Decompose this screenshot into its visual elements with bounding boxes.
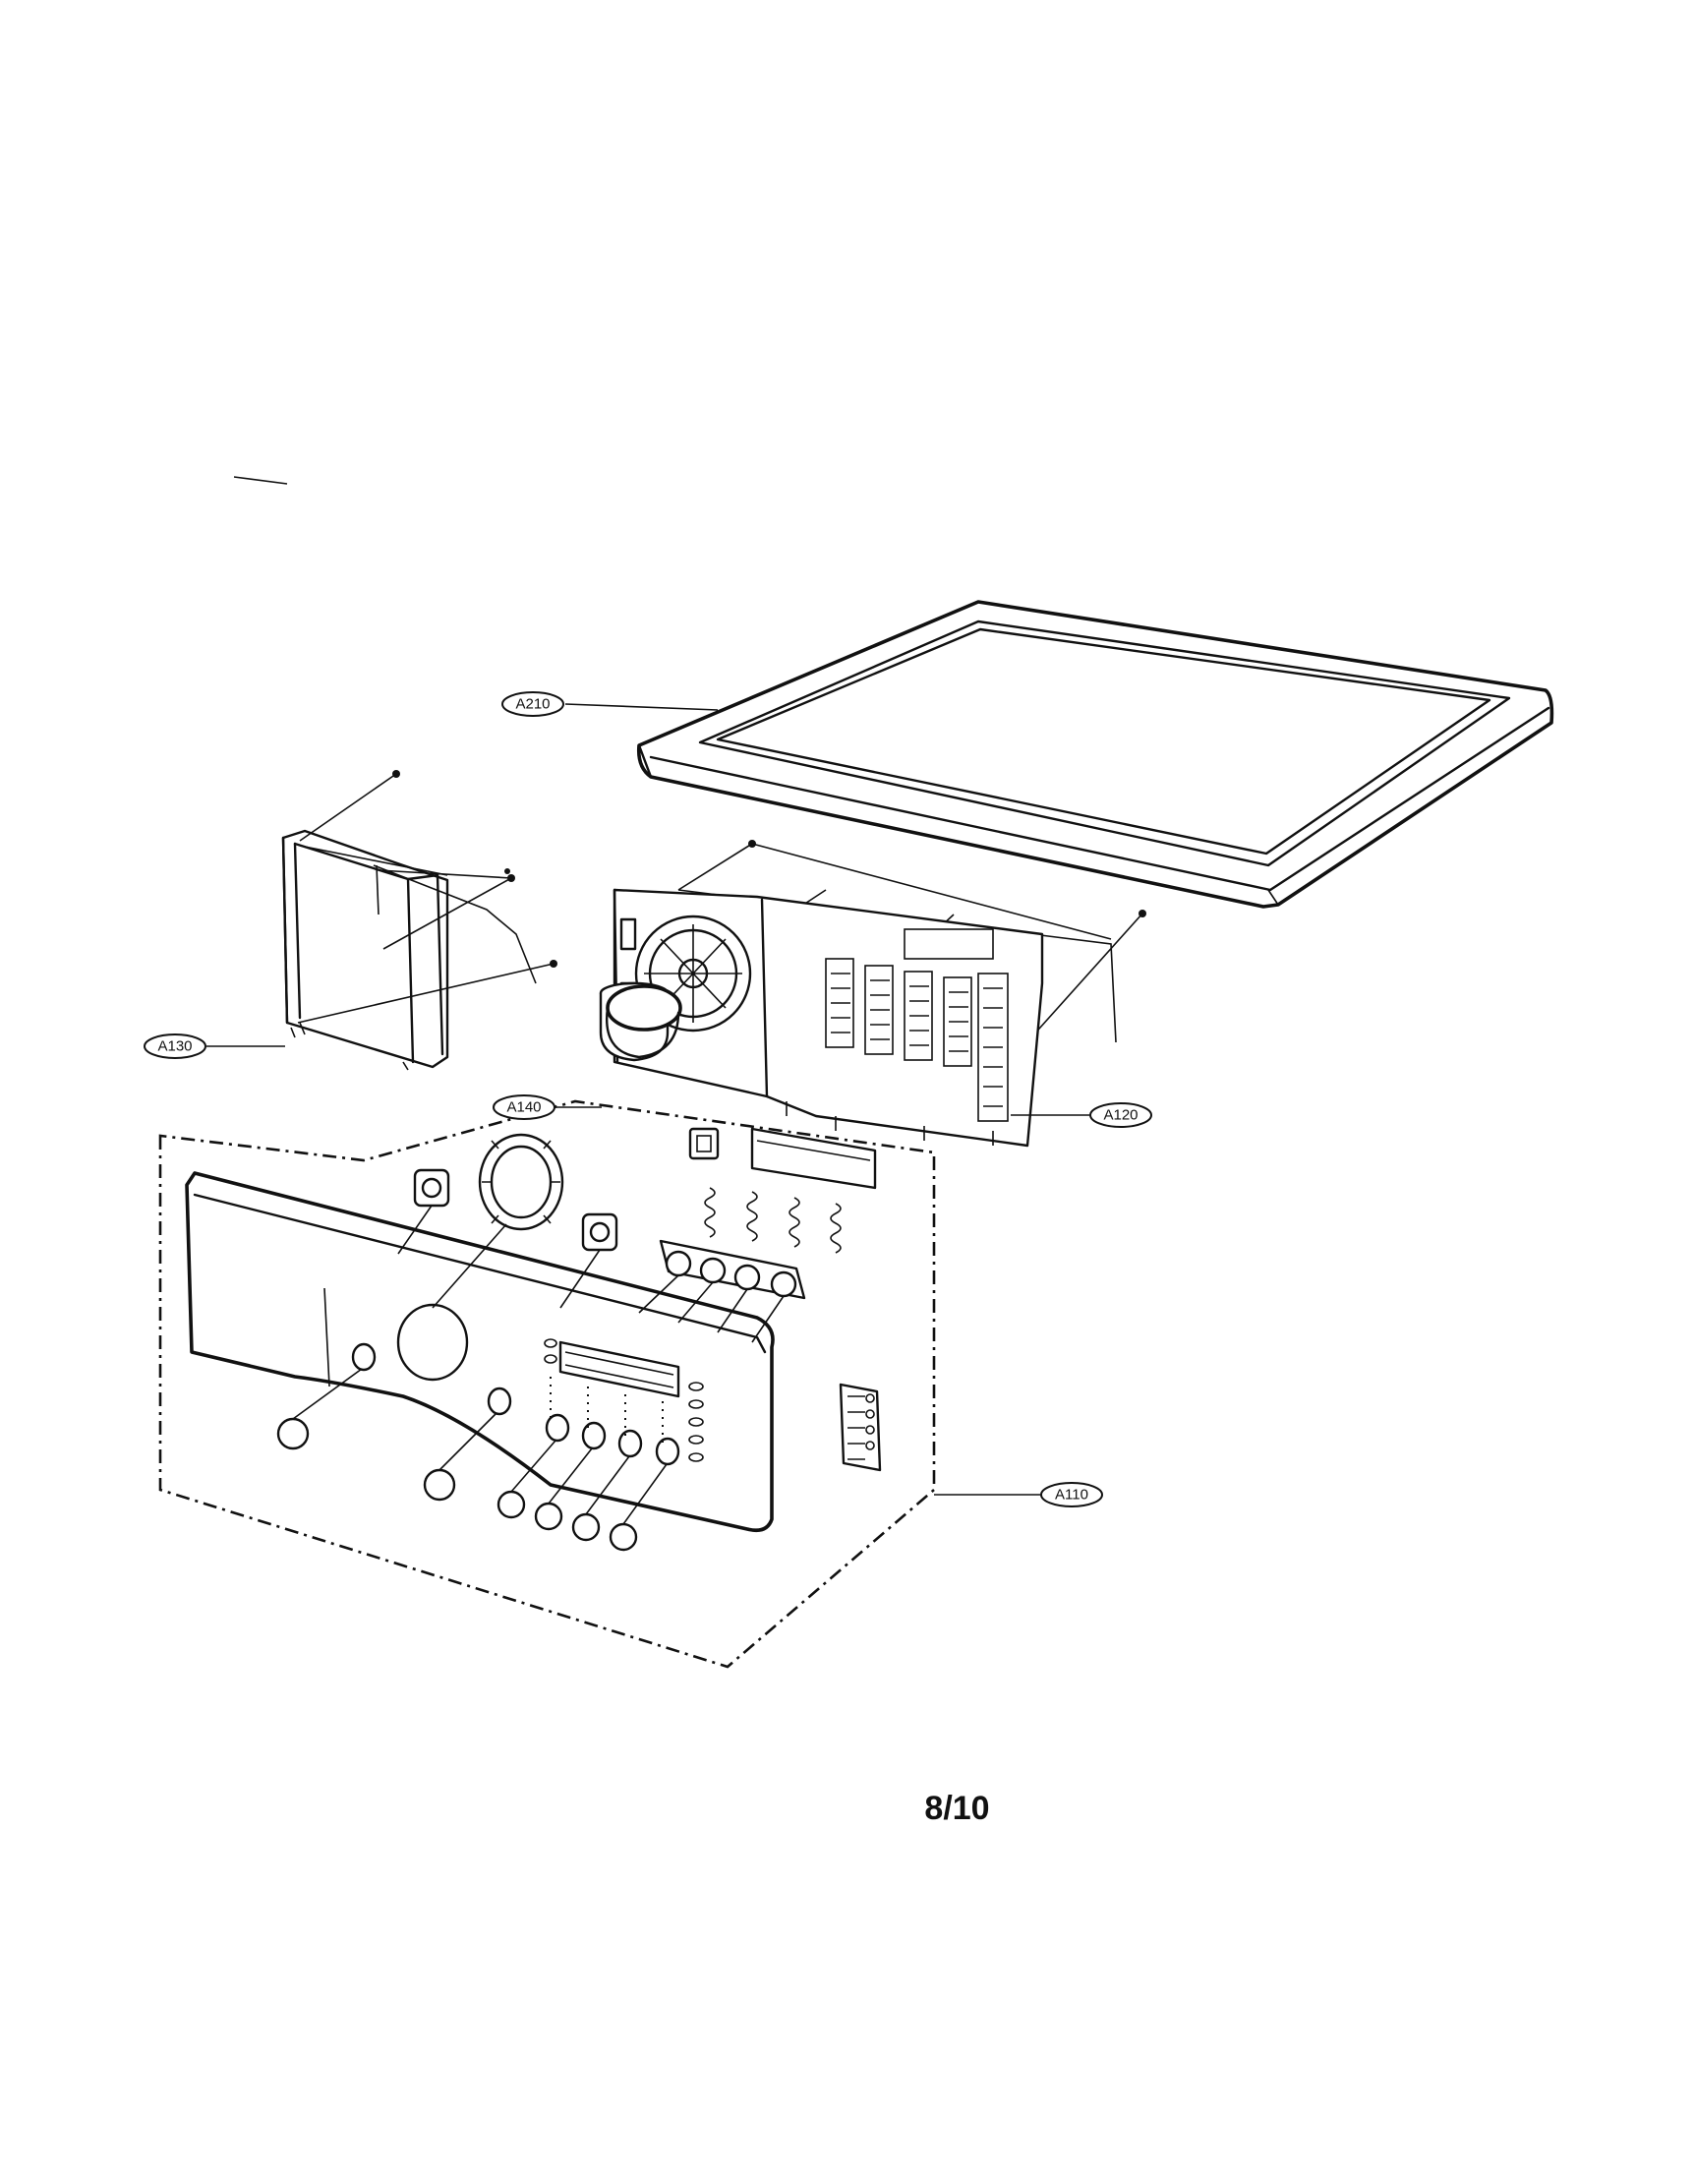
front-panel-assembly [158, 1099, 936, 1669]
page-number-text: 8/10 [924, 1790, 990, 1827]
callout-a210-label: A210 [515, 696, 550, 713]
callout-a120-label: A120 [1103, 1107, 1138, 1124]
callout-a140-label: A140 [506, 1099, 541, 1116]
control-board-part [599, 840, 1146, 1148]
callout-a140: A140 [493, 1094, 555, 1120]
cover-box-part [281, 770, 557, 1071]
callout-a210: A210 [501, 691, 564, 717]
callout-a130: A130 [144, 1033, 206, 1059]
callout-a120: A120 [1089, 1102, 1152, 1128]
callout-a110: A110 [1040, 1482, 1103, 1507]
page-number: 8/10 [0, 1790, 1694, 1828]
leader-lines [206, 476, 1089, 1496]
top-panel-part [636, 600, 1554, 909]
callout-a130-label: A130 [157, 1038, 192, 1055]
callout-a110-label: A110 [1055, 1487, 1088, 1504]
